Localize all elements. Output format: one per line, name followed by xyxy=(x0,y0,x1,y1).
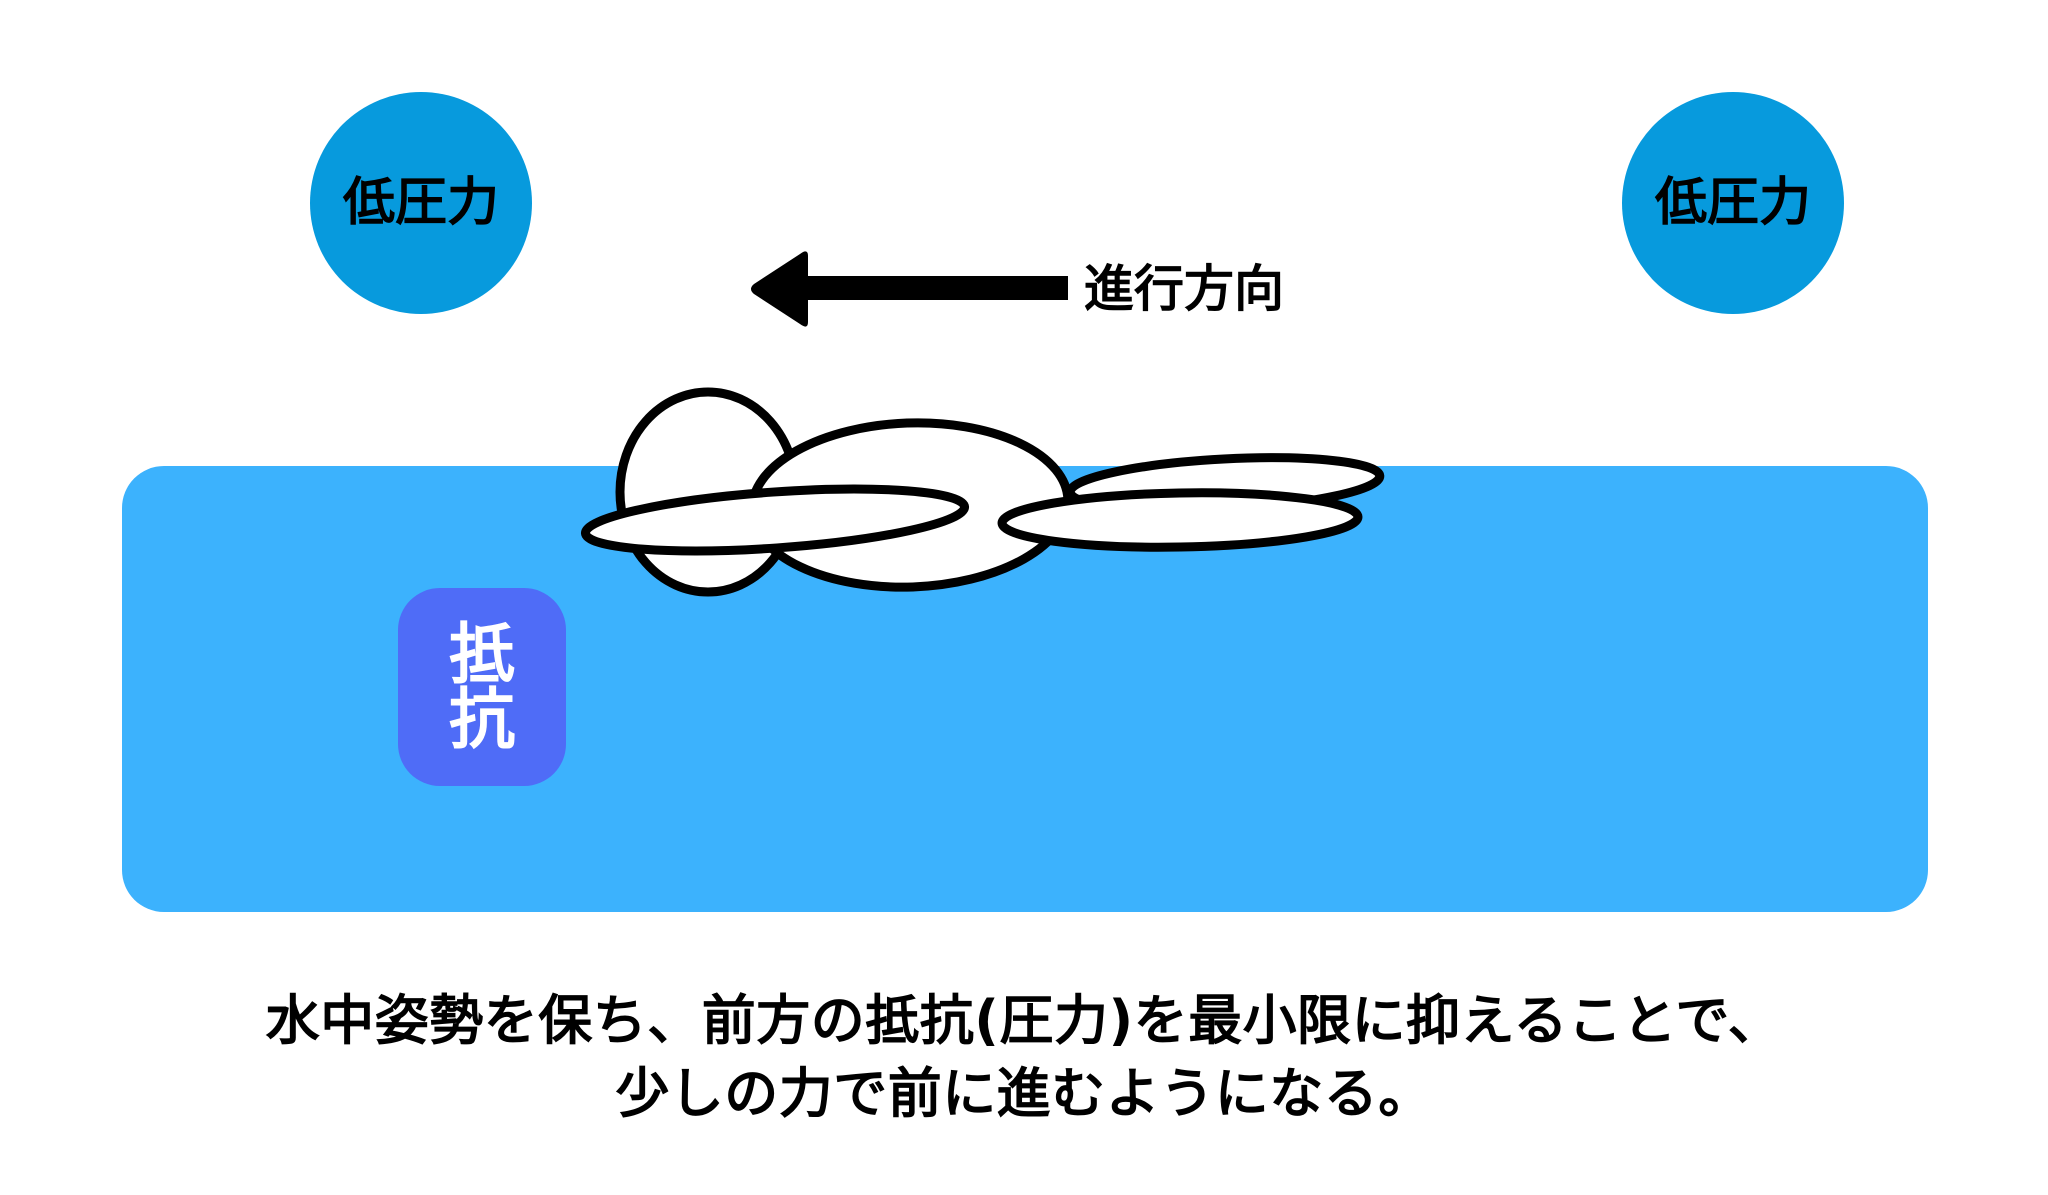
swimmer-leg-lower-ellipse xyxy=(997,488,1363,552)
low-pressure-bubble-right: 低圧力 xyxy=(1622,92,1844,314)
swimmer-figure xyxy=(560,380,1600,620)
low-pressure-label-left: 低圧力 xyxy=(342,173,499,233)
swimmer-arm-ellipse xyxy=(580,484,970,556)
low-pressure-label-right: 低圧力 xyxy=(1654,173,1811,233)
caption-line-2: 少しの力で前に進むようになる。 xyxy=(615,1062,1433,1126)
caption: 水中姿勢を保ち、前方の抵抗(圧力)を最小限に抑えることで、 少しの力で前に進むよ… xyxy=(0,984,2048,1131)
resistance-char-top: 抵 xyxy=(449,615,515,693)
low-pressure-bubble-left: 低圧力 xyxy=(310,92,532,314)
caption-line-1: 水中姿勢を保ち、前方の抵抗(圧力)を最小限に抑えることで、 xyxy=(265,989,1783,1052)
direction-arrow-icon xyxy=(748,248,1068,330)
resistance-char-bottom: 抗 xyxy=(449,681,515,758)
resistance-badge: 抵 抗 xyxy=(398,588,566,786)
direction-of-travel-label: 進行方向 xyxy=(1084,260,1284,318)
